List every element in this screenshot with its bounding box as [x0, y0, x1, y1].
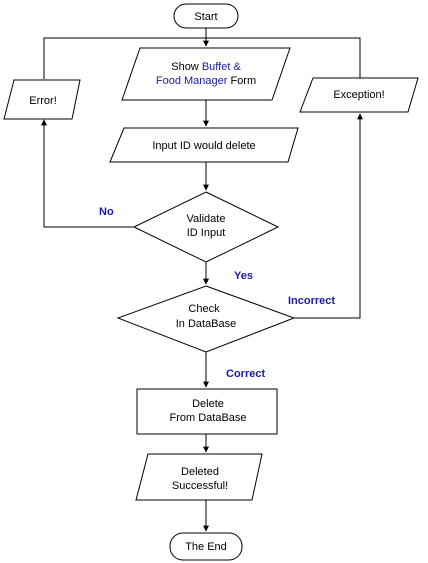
- deleted-node: Deleted Successful!: [135, 453, 263, 501]
- validate-line2: ID Input: [187, 227, 226, 239]
- error-label: Error!: [29, 95, 57, 107]
- incorrect-label: Incorrect: [288, 295, 335, 307]
- validate-node: Validate ID Input: [132, 191, 280, 263]
- delete-db-line2: From DataBase: [169, 412, 246, 424]
- deleted-line2: Successful!: [172, 480, 228, 492]
- show-form-highlight-2: Food Manager: [156, 75, 228, 87]
- check-db-node: Check In DataBase: [116, 285, 296, 353]
- edge-check-incorrect: [294, 113, 363, 319]
- start-label: Start: [194, 11, 217, 23]
- end-node: The End: [169, 532, 243, 561]
- deleted-line1: Deleted: [181, 466, 219, 478]
- error-node: Error!: [3, 79, 81, 120]
- show-form-line1: Show Buffet &: [171, 61, 241, 73]
- edge-error-return: [43, 37, 206, 79]
- show-form-highlight-1: Buffet &: [202, 61, 242, 73]
- show-form-node: Show Buffet & Food Manager Form: [121, 47, 291, 101]
- edge-exception-return: [206, 37, 361, 79]
- show-form-prefix: Show: [171, 61, 199, 73]
- end-label: The End: [185, 541, 227, 553]
- exception-label: Exception!: [333, 89, 384, 101]
- show-form-line2: Food Manager Form: [156, 75, 256, 87]
- correct-label: Correct: [226, 368, 265, 380]
- yes-label: Yes: [234, 270, 253, 282]
- start-node: Start: [173, 3, 239, 29]
- delete-db-line1: Delete: [192, 398, 224, 410]
- exception-node: Exception!: [299, 77, 419, 113]
- delete-db-node: Delete From DataBase: [136, 388, 278, 435]
- validate-line1: Validate: [187, 213, 226, 225]
- input-id-label: Input ID would delete: [152, 140, 255, 152]
- input-id-node: Input ID would delete: [109, 127, 299, 163]
- no-label: No: [99, 206, 114, 218]
- show-form-suffix: Form: [230, 75, 256, 87]
- edge-validate-no: [41, 119, 134, 228]
- check-db-line1: Check: [188, 303, 220, 315]
- check-db-line2: In DataBase: [176, 318, 237, 330]
